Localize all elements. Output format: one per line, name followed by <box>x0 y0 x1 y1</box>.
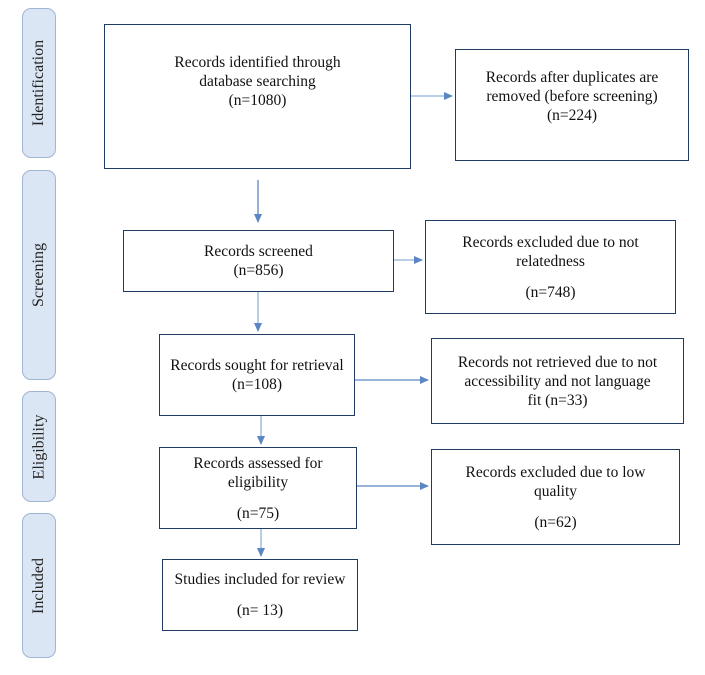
records-sought-box: Records sought for retrieval (n=108) <box>159 334 355 416</box>
phase-identification: Identification <box>22 8 56 158</box>
phase-eligibility: Eligibility <box>22 391 56 502</box>
records-identified-box: Records identified through database sear… <box>104 24 411 169</box>
records-after-duplicates-box: Records after duplicates are removed (be… <box>455 49 689 161</box>
records-not-retrieved-box: Records not retrieved due to not accessi… <box>431 338 684 424</box>
phase-included: Included <box>22 513 56 658</box>
phase-screening: Screening <box>22 170 56 380</box>
records-excluded-quality-box: Records excluded due to low quality (n=6… <box>431 449 680 545</box>
records-assessed-box: Records assessed for eligibility (n=75) <box>159 447 357 529</box>
records-excluded-relatedness-box: Records excluded due to not relatedness … <box>425 220 676 314</box>
records-screened-box: Records screened (n=856) <box>123 230 394 292</box>
studies-included-box: Studies included for review (n= 13) <box>162 559 358 631</box>
